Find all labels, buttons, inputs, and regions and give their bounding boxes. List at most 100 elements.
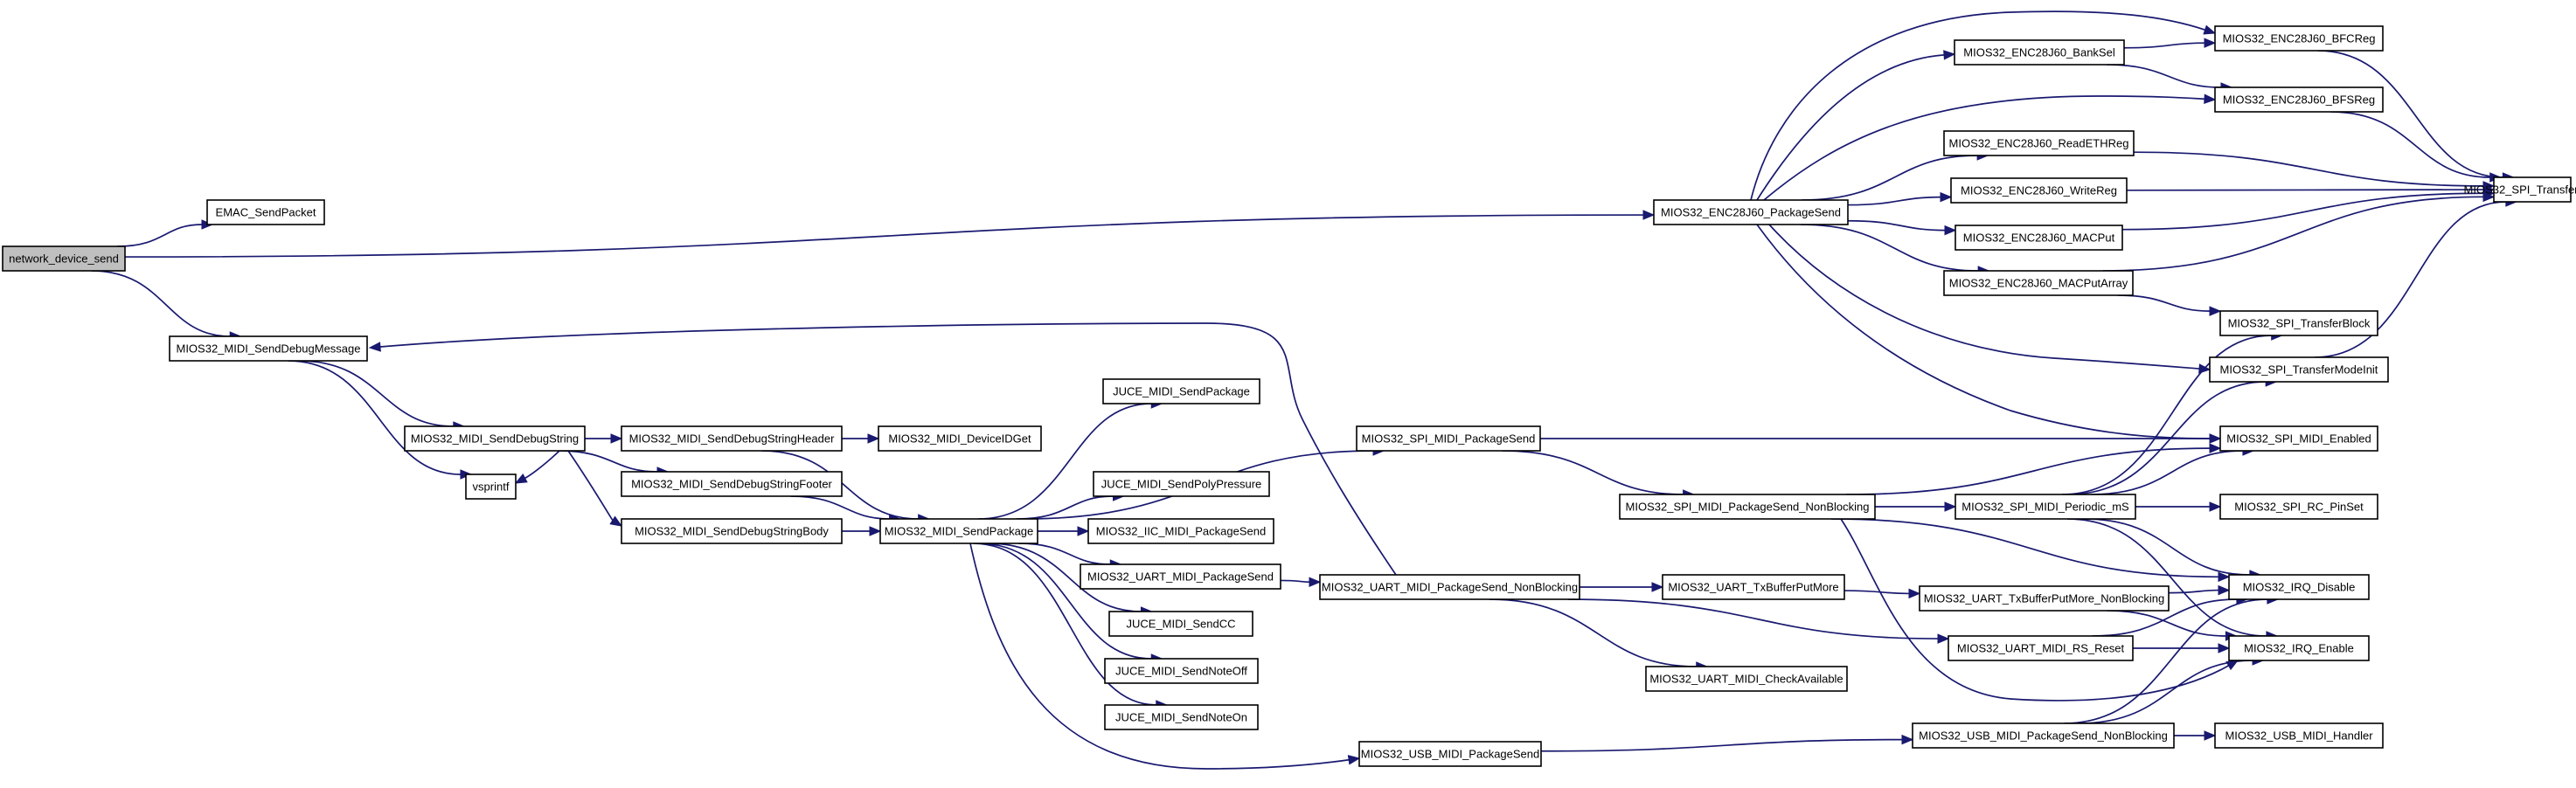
arrow-head-icon <box>1901 734 1914 745</box>
node-box[interactable] <box>1104 658 1259 684</box>
node-MIOS32_IRQ_Disable[interactable]: MIOS32_IRQ_Disable <box>2228 574 2370 600</box>
node-MIOS32_ENC28J60_MACPutArray[interactable]: MIOS32_ENC28J60_MACPutArray <box>1943 270 2134 296</box>
edge-line <box>2317 50 2503 178</box>
node-box[interactable] <box>1955 225 2123 251</box>
node-box[interactable] <box>621 518 843 544</box>
node-MIOS32_USB_MIDI_Handler[interactable]: MIOS32_USB_MIDI_Handler <box>2214 722 2384 749</box>
node-MIOS32_UART_TxBufferPutMore[interactable]: MIOS32_UART_TxBufferPutMore <box>1662 574 1845 600</box>
node-box[interactable] <box>1108 611 1253 637</box>
node-MIOS32_MIDI_SendDebugStringHeader[interactable]: MIOS32_MIDI_SendDebugStringHeader <box>621 425 843 452</box>
node-box[interactable] <box>2219 494 2378 520</box>
call-edge-MIOS32_SPI_MIDI_Periodic_mS-to-MIOS32_SPI_TransferBlock <box>2062 330 2283 495</box>
node-box[interactable] <box>1358 741 1542 767</box>
node-box[interactable] <box>2228 635 2370 661</box>
node-box[interactable] <box>465 473 517 500</box>
node-MIOS32_ENC28J60_BankSel[interactable]: MIOS32_ENC28J60_BankSel <box>1954 39 2125 66</box>
node-MIOS32_SPI_RC_PinSet[interactable]: MIOS32_SPI_RC_PinSet <box>2219 494 2378 520</box>
node-MIOS32_IIC_MIDI_PackageSend[interactable]: MIOS32_IIC_MIDI_PackageSend <box>1087 518 1274 544</box>
node-box[interactable] <box>404 425 586 452</box>
node-MIOS32_SPI_TransferModeInit[interactable]: MIOS32_SPI_TransferModeInit <box>2209 356 2389 383</box>
edge-line <box>988 543 1142 612</box>
node-label: MIOS32_ENC28J60_BFCReg <box>2223 32 2376 45</box>
node-MIOS32_MIDI_SendPackage[interactable]: MIOS32_MIDI_SendPackage <box>879 518 1038 544</box>
node-MIOS32_UART_MIDI_PackageSend_NonBlocking[interactable]: MIOS32_UART_MIDI_PackageSend_NonBlocking <box>1319 574 1580 600</box>
node-MIOS32_MIDI_DeviceIDGet[interactable]: MIOS32_MIDI_DeviceIDGet <box>878 425 1042 452</box>
node-box[interactable] <box>2 245 126 272</box>
node-MIOS32_ENC28J60_PackageSend[interactable]: MIOS32_ENC28J60_PackageSend <box>1653 199 1849 225</box>
node-MIOS32_SPI_MIDI_PackageSend[interactable]: MIOS32_SPI_MIDI_PackageSend <box>1356 425 1541 452</box>
node-box[interactable] <box>2228 574 2370 600</box>
node-box[interactable] <box>1645 666 1848 692</box>
node-MIOS32_ENC28J60_BFCReg[interactable]: MIOS32_ENC28J60_BFCReg <box>2214 25 2384 52</box>
node-box[interactable] <box>1662 574 1845 600</box>
node-box[interactable] <box>1087 518 1274 544</box>
node-EMAC_SendPacket[interactable]: EMAC_SendPacket <box>206 199 325 225</box>
node-MIOS32_ENC28J60_BFSReg[interactable]: MIOS32_ENC28J60_BFSReg <box>2214 86 2384 113</box>
node-box[interactable] <box>879 518 1038 544</box>
node-box[interactable] <box>2214 722 2384 749</box>
node-box[interactable] <box>2219 425 2378 452</box>
node-box[interactable] <box>169 335 368 362</box>
node-JUCE_MIDI_SendPolyPressure[interactable]: JUCE_MIDI_SendPolyPressure <box>1093 471 1270 497</box>
arrow-head-icon <box>2209 443 2222 453</box>
node-MIOS32_UART_MIDI_PackageSend[interactable]: MIOS32_UART_MIDI_PackageSend <box>1080 563 1281 590</box>
node-MIOS32_UART_MIDI_RS_Reset[interactable]: MIOS32_UART_MIDI_RS_Reset <box>1948 635 2134 661</box>
node-label: vsprintf <box>473 480 510 494</box>
node-box[interactable] <box>1943 130 2135 156</box>
node-box[interactable] <box>1954 39 2125 66</box>
node-MIOS32_SPI_TransferByte[interactable]: MIOS32_SPI_TransferByte <box>2463 176 2576 203</box>
node-JUCE_MIDI_SendNoteOn[interactable]: JUCE_MIDI_SendNoteOn <box>1104 704 1259 730</box>
node-MIOS32_MIDI_SendDebugMessage[interactable]: MIOS32_MIDI_SendDebugMessage <box>169 335 368 362</box>
node-MIOS32_ENC28J60_MACPut[interactable]: MIOS32_ENC28J60_MACPut <box>1955 225 2123 251</box>
node-JUCE_MIDI_SendCC[interactable]: JUCE_MIDI_SendCC <box>1108 611 1253 637</box>
node-box[interactable] <box>1080 563 1281 590</box>
node-MIOS32_MIDI_SendDebugStringFooter[interactable]: MIOS32_MIDI_SendDebugStringFooter <box>621 471 843 497</box>
node-box[interactable] <box>206 199 325 225</box>
node-MIOS32_IRQ_Enable[interactable]: MIOS32_IRQ_Enable <box>2228 635 2370 661</box>
node-box[interactable] <box>1093 471 1270 497</box>
node-box[interactable] <box>1356 425 1541 452</box>
node-box[interactable] <box>1104 704 1259 730</box>
node-box[interactable] <box>1919 585 2170 612</box>
node-box[interactable] <box>1955 494 2136 520</box>
edge-line <box>2102 196 2484 272</box>
node-box[interactable] <box>1948 635 2134 661</box>
arrow-head-icon <box>2209 501 2222 512</box>
node-MIOS32_ENC28J60_WriteReg[interactable]: MIOS32_ENC28J60_WriteReg <box>1950 177 2128 204</box>
node-box[interactable] <box>2219 310 2378 336</box>
node-MIOS32_SPI_MIDI_Periodic_mS[interactable]: MIOS32_SPI_MIDI_Periodic_mS <box>1955 494 2136 520</box>
node-MIOS32_UART_TxBufferPutMore_NonBlocking[interactable]: MIOS32_UART_TxBufferPutMore_NonBlocking <box>1919 585 2170 612</box>
node-box[interactable] <box>2214 25 2384 52</box>
node-MIOS32_SPI_MIDI_PackageSend_NonBlocking[interactable]: MIOS32_SPI_MIDI_PackageSend_NonBlocking <box>1619 494 1876 520</box>
arrow-head-icon <box>2218 643 2231 653</box>
node-MIOS32_SPI_TransferBlock[interactable]: MIOS32_SPI_TransferBlock <box>2219 310 2378 336</box>
node-JUCE_MIDI_SendPackage[interactable]: JUCE_MIDI_SendPackage <box>1102 378 1260 404</box>
node-box[interactable] <box>1943 270 2134 296</box>
node-box[interactable] <box>1319 574 1580 600</box>
node-box[interactable] <box>1619 494 1876 520</box>
node-box[interactable] <box>1102 378 1260 404</box>
call-edge-MIOS32_ENC28J60_BFCReg-to-MIOS32_SPI_TransferByte <box>2317 50 2515 183</box>
node-MIOS32_MIDI_SendDebugString[interactable]: MIOS32_MIDI_SendDebugString <box>404 425 586 452</box>
edge-line <box>1763 95 2205 201</box>
node-box[interactable] <box>2209 356 2389 383</box>
node-box[interactable] <box>2493 176 2572 203</box>
node-box[interactable] <box>1653 199 1849 225</box>
node-box[interactable] <box>1912 722 2175 749</box>
node-MIOS32_MIDI_SendDebugStringBody[interactable]: MIOS32_MIDI_SendDebugStringBody <box>621 518 843 544</box>
node-JUCE_MIDI_SendNoteOff[interactable]: JUCE_MIDI_SendNoteOff <box>1104 658 1259 684</box>
node-MIOS32_ENC28J60_ReadETHReg[interactable]: MIOS32_ENC28J60_ReadETHReg <box>1943 130 2135 156</box>
node-box[interactable] <box>2214 86 2384 113</box>
node-MIOS32_USB_MIDI_PackageSend[interactable]: MIOS32_USB_MIDI_PackageSend <box>1358 741 1542 767</box>
node-vsprintf[interactable]: vsprintf <box>465 473 517 500</box>
node-MIOS32_SPI_MIDI_Enabled[interactable]: MIOS32_SPI_MIDI_Enabled <box>2219 425 2378 452</box>
node-box[interactable] <box>878 425 1042 452</box>
node-network_device_send[interactable]: network_device_send <box>2 245 126 272</box>
node-MIOS32_USB_MIDI_PackageSend_NonBlocking[interactable]: MIOS32_USB_MIDI_PackageSend_NonBlocking <box>1912 722 2175 749</box>
edge-line <box>1847 196 1941 206</box>
node-box[interactable] <box>621 425 843 452</box>
node-MIOS32_UART_MIDI_CheckAvailable[interactable]: MIOS32_UART_MIDI_CheckAvailable <box>1645 666 1848 692</box>
node-label: MIOS32_MIDI_SendDebugMessage <box>176 342 360 356</box>
node-box[interactable] <box>1950 177 2128 204</box>
node-box[interactable] <box>621 471 843 497</box>
